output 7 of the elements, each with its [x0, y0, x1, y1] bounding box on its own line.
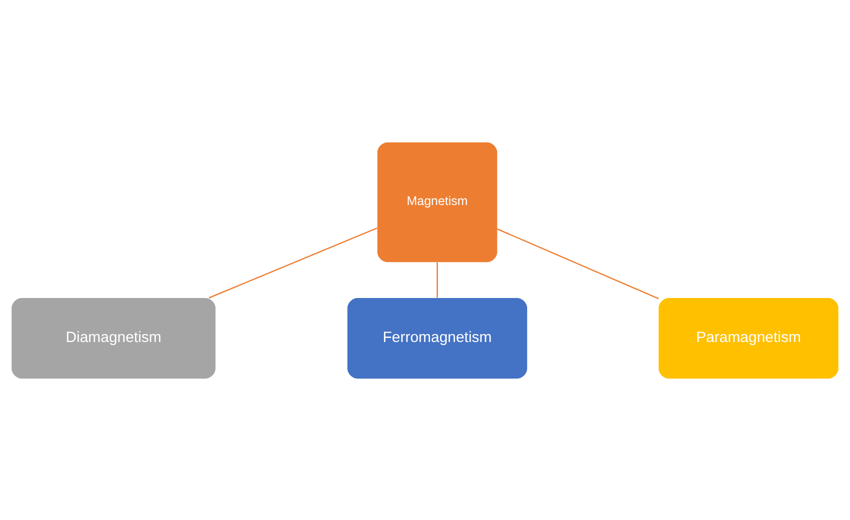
- connector: [436, 262, 438, 298]
- connector: [208, 226, 378, 298]
- node-box: Ferromagnetism: [347, 297, 528, 378]
- node-box: Paramagnetism: [658, 297, 838, 378]
- node-box: Magnetism: [377, 142, 498, 262]
- connector: [497, 228, 659, 299]
- node-box: Diamagnetism: [12, 297, 216, 378]
